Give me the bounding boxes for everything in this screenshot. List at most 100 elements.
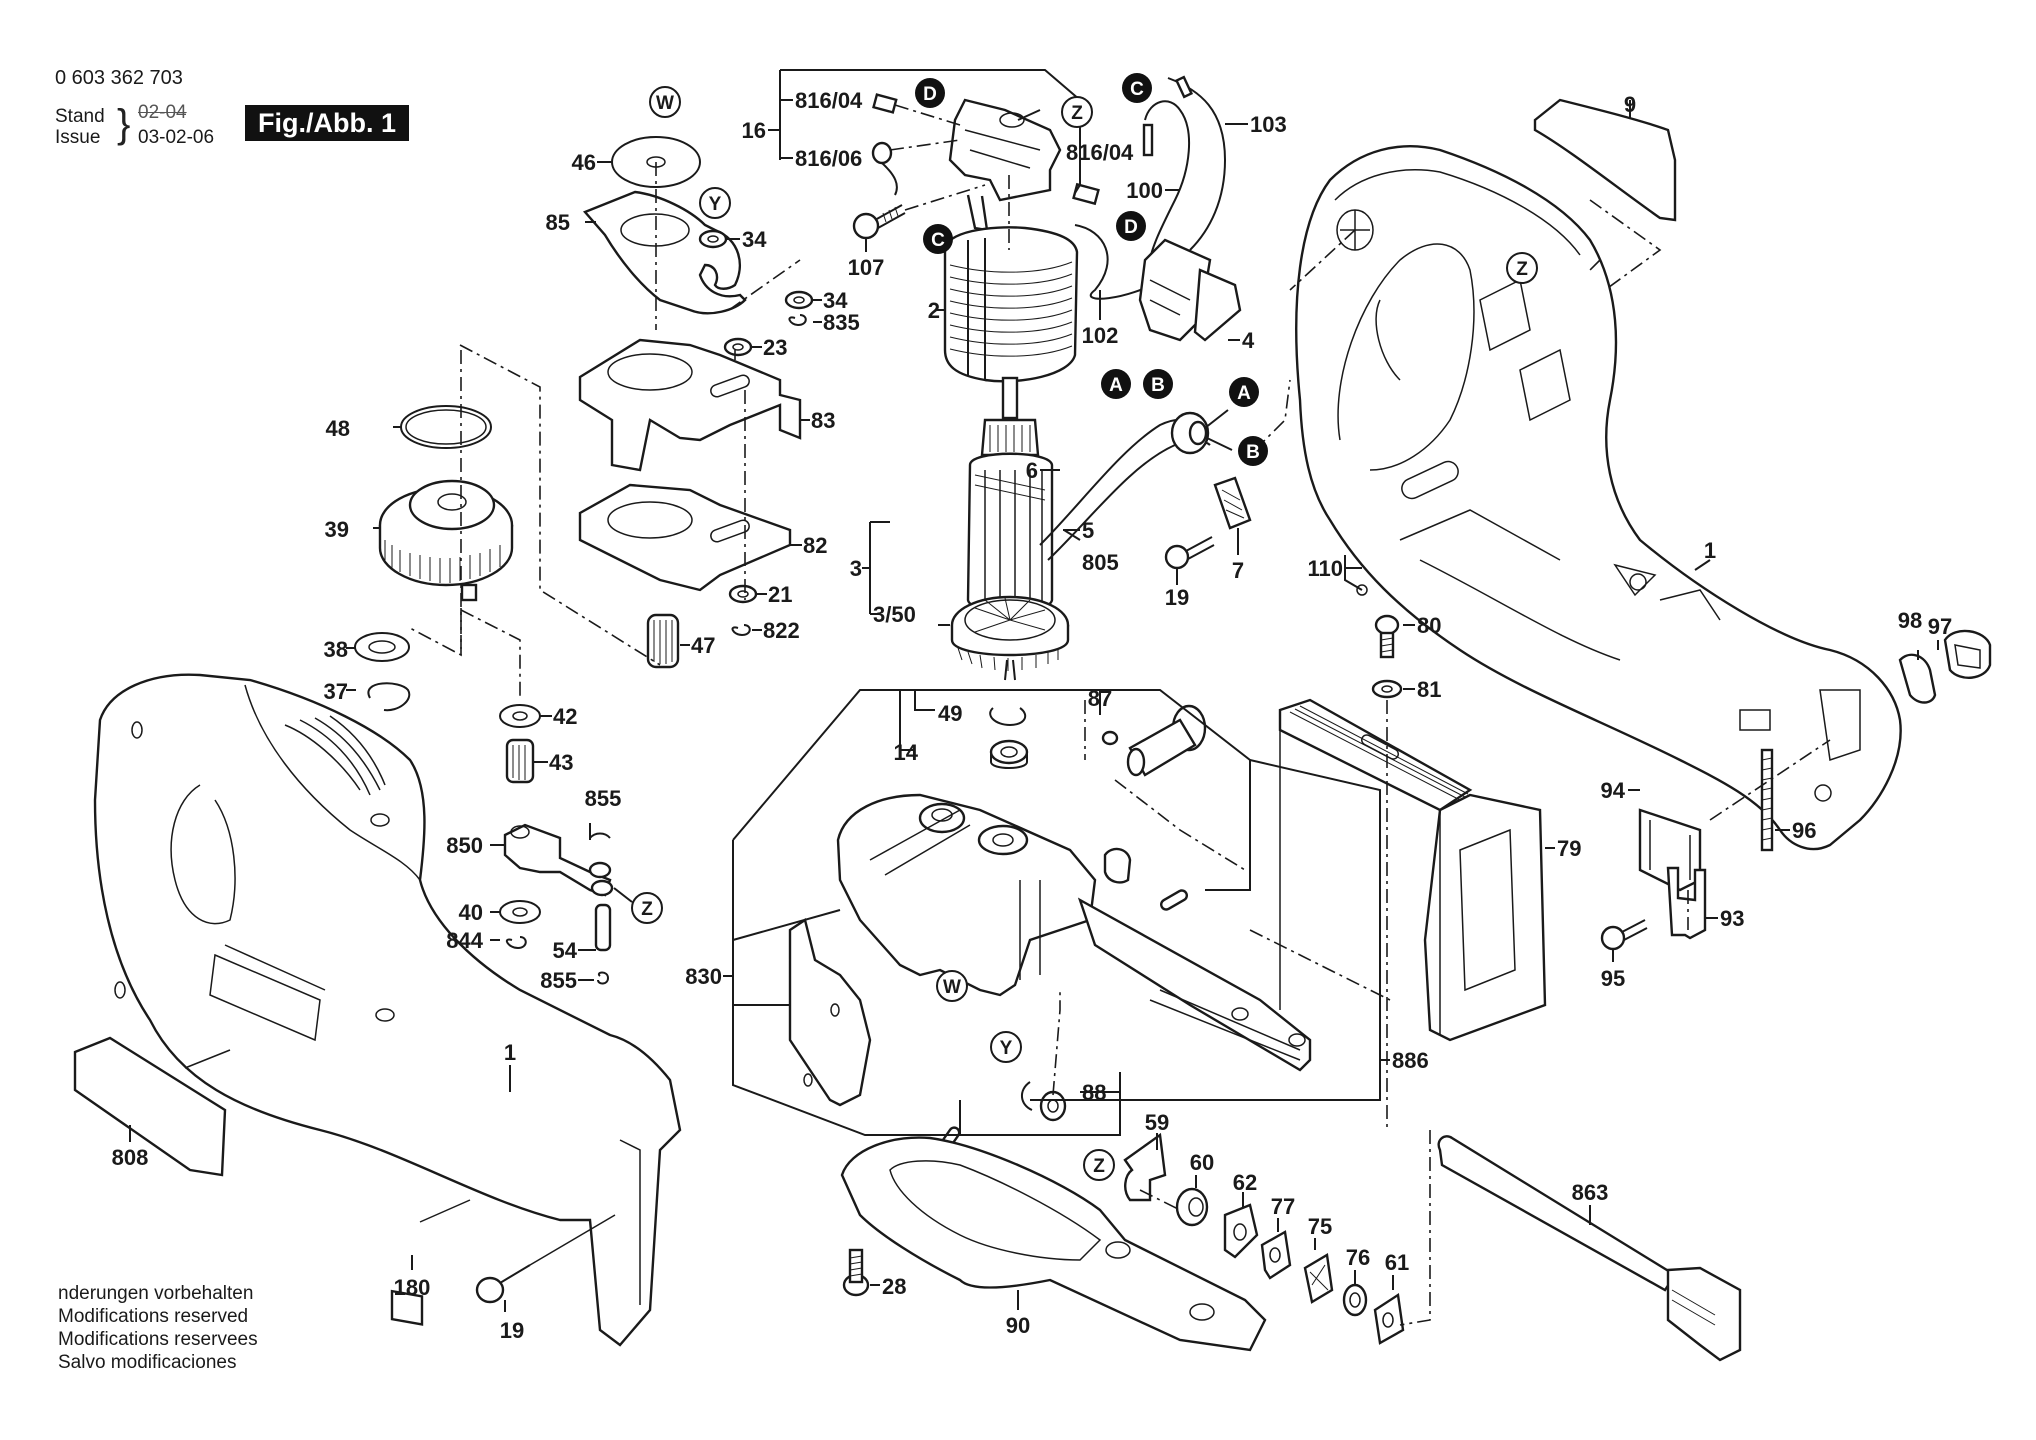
switch-4 bbox=[1138, 238, 1242, 342]
callout-7: 7 bbox=[1232, 558, 1244, 583]
callout-23: 23 bbox=[763, 335, 787, 360]
callout-60: 60 bbox=[1190, 1150, 1214, 1175]
callout-855b: 855 bbox=[540, 968, 577, 993]
note-spanish: Salvo modificaciones bbox=[58, 1352, 237, 1373]
assembly-lines bbox=[407, 104, 1831, 1326]
callout-822: 822 bbox=[763, 618, 800, 643]
callout-48: 48 bbox=[326, 416, 350, 441]
callout-3: 3 bbox=[850, 556, 862, 581]
callout-34a: 34 bbox=[742, 227, 767, 252]
callout-6: 6 bbox=[1026, 458, 1038, 483]
washer-34-upper bbox=[698, 229, 728, 249]
ref-marker-open-w: W bbox=[936, 970, 968, 1002]
callout-835: 835 bbox=[823, 310, 860, 335]
brush-spring-816-06 bbox=[871, 141, 898, 196]
cord-clamp-7 bbox=[1213, 476, 1252, 530]
callout-4: 4 bbox=[1242, 328, 1255, 353]
callout-21: 21 bbox=[768, 582, 792, 607]
callout-844: 844 bbox=[446, 928, 483, 953]
callout-90: 90 bbox=[1006, 1313, 1030, 1338]
callout-2: 2 bbox=[928, 298, 940, 323]
callout-88a: 88 bbox=[1082, 1080, 1106, 1105]
ref-marker-letter: Z bbox=[1093, 1156, 1105, 1177]
callout-1b: 1 bbox=[504, 1040, 516, 1065]
retaining-ring-49 bbox=[989, 707, 1027, 727]
callout-863: 863 bbox=[1572, 1180, 1609, 1205]
plate-61 bbox=[1373, 1292, 1405, 1345]
callout-98: 98 bbox=[1898, 608, 1922, 633]
part-number: 0 603 362 703 bbox=[55, 67, 183, 89]
ref-marker-filled-b: B bbox=[1143, 369, 1173, 399]
callout-61: 61 bbox=[1385, 1250, 1409, 1275]
callout-34b: 34 bbox=[823, 288, 848, 313]
callout-97: 97 bbox=[1928, 614, 1952, 639]
ref-marker-filled-d: D bbox=[915, 78, 945, 108]
callout-103: 103 bbox=[1250, 112, 1287, 137]
issue-label: Issue bbox=[55, 127, 101, 148]
callout-43: 43 bbox=[549, 750, 573, 775]
callout-816-04b: 816/04 bbox=[1066, 140, 1134, 165]
callout-14: 14 bbox=[894, 740, 919, 765]
spring-96 bbox=[1760, 748, 1774, 852]
bushing-60 bbox=[1175, 1187, 1209, 1227]
label-808-part bbox=[73, 1036, 231, 1177]
screw-80 bbox=[1374, 614, 1400, 659]
ref-marker-letter: W bbox=[943, 977, 961, 998]
shoe-79 bbox=[1278, 698, 1547, 1042]
callout-180: 180 bbox=[394, 1275, 431, 1300]
brush-holder-16 bbox=[948, 98, 1062, 232]
issue-value: 03-02-06 bbox=[138, 127, 215, 148]
ref-marker-letter: D bbox=[1124, 217, 1138, 238]
ref-marker-letter: B bbox=[1246, 442, 1260, 463]
washer-81 bbox=[1371, 679, 1403, 699]
guide-59 bbox=[1123, 1132, 1167, 1202]
callout-808: 808 bbox=[112, 1145, 149, 1170]
washer-21 bbox=[728, 584, 758, 637]
fan-3-50 bbox=[950, 595, 1070, 681]
ref-marker-letter: Z bbox=[1071, 103, 1083, 124]
washer-23 bbox=[723, 337, 753, 357]
stator-2 bbox=[943, 226, 1079, 383]
screw-95 bbox=[1600, 919, 1648, 951]
wire-103 bbox=[1167, 75, 1227, 251]
callout-46: 46 bbox=[572, 150, 596, 175]
plate-77 bbox=[1260, 1230, 1292, 1280]
callout-83: 83 bbox=[811, 408, 835, 433]
ref-marker-filled-d: D bbox=[1116, 211, 1146, 241]
ref-marker-letter: Z bbox=[641, 899, 653, 920]
needle-sleeve-43 bbox=[505, 738, 535, 784]
callout-80: 80 bbox=[1417, 613, 1441, 638]
callout-81: 81 bbox=[1417, 677, 1441, 702]
callout-850: 850 bbox=[446, 833, 483, 858]
note-english: Modifications reserved bbox=[58, 1306, 249, 1327]
ref-marker-open-z: Z bbox=[1083, 1149, 1115, 1181]
ref-marker-letter: A bbox=[1109, 375, 1123, 396]
ref-marker-open-w: W bbox=[649, 86, 681, 118]
gear-39 bbox=[378, 479, 514, 602]
screw-28 bbox=[842, 1248, 870, 1297]
callout-805: 805 bbox=[1082, 550, 1119, 575]
callout-28: 28 bbox=[882, 1274, 906, 1299]
washer-34-lower bbox=[784, 290, 814, 327]
callout-93: 93 bbox=[1720, 906, 1744, 931]
plunger-87 bbox=[1101, 704, 1207, 777]
wire-102 bbox=[1074, 224, 1161, 300]
ref-marker-open-y: Y bbox=[699, 187, 731, 219]
callout-62: 62 bbox=[1233, 1170, 1257, 1195]
callout-107: 107 bbox=[848, 255, 885, 280]
callout-886: 886 bbox=[1392, 1048, 1429, 1073]
callout-1a: 1 bbox=[1704, 538, 1716, 563]
pin-dowel-mid bbox=[1160, 889, 1188, 911]
note-german: nderungen vorbehalten bbox=[58, 1283, 254, 1304]
callout-95: 95 bbox=[1601, 966, 1625, 991]
ref-marker-letter: D bbox=[923, 84, 937, 105]
callout-96: 96 bbox=[1792, 818, 1816, 843]
plug-98 bbox=[1898, 653, 1937, 704]
callout-100: 100 bbox=[1126, 178, 1163, 203]
ref-marker-letter: Z bbox=[1516, 259, 1528, 280]
ref-marker-letter: C bbox=[1130, 79, 1144, 100]
callout-19a: 19 bbox=[1165, 585, 1189, 610]
modification-notes: nderungen vorbehalten Modifications rese… bbox=[58, 1282, 258, 1374]
